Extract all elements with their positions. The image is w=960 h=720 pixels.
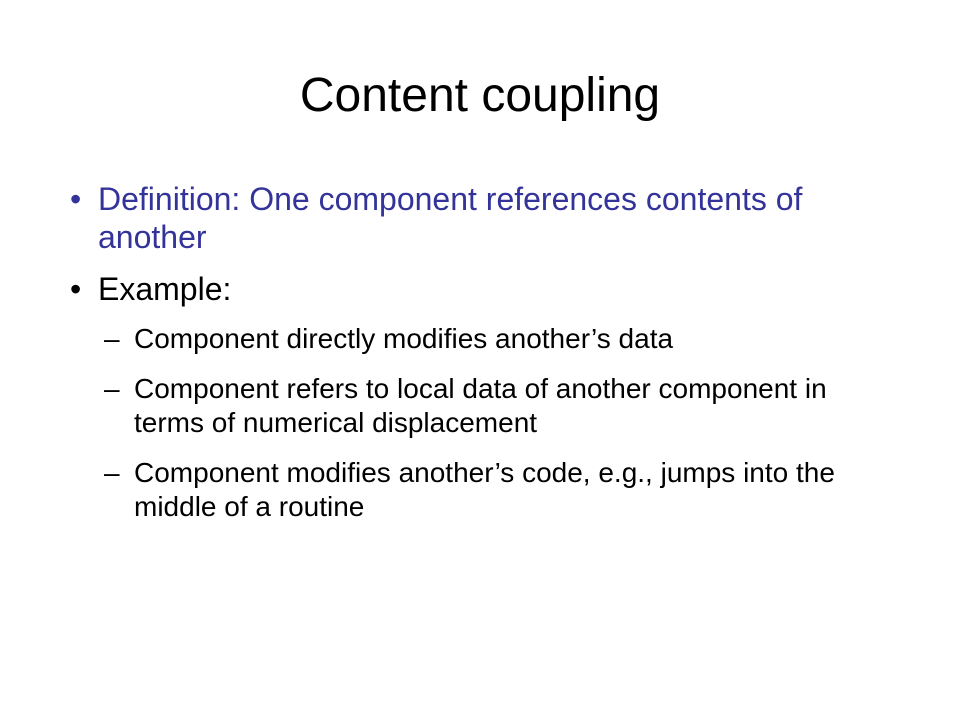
dash-marker: – xyxy=(104,457,120,488)
sub-bullet-text: Component modifies another’s code, e.g.,… xyxy=(134,457,835,522)
sub-bullet-local-data: – Component refers to local data of anot… xyxy=(70,372,900,440)
dash-marker: – xyxy=(104,373,120,404)
sub-bullet-modifies-code: – Component modifies another’s code, e.g… xyxy=(70,456,900,524)
dash-marker: – xyxy=(104,323,120,354)
sub-bullet-text: Component directly modifies another’s da… xyxy=(134,323,674,354)
bullet-example-text: Example: xyxy=(98,271,232,307)
bullet-marker: • xyxy=(70,181,82,217)
sub-bullet-modifies-data: – Component directly modifies another’s … xyxy=(70,322,900,356)
sub-bullet-text: Component refers to local data of anothe… xyxy=(134,373,827,438)
bullet-definition-text: Definition: One component references con… xyxy=(98,181,803,255)
bullet-definition: • Definition: One component references c… xyxy=(70,180,900,256)
slide-body: • Definition: One component references c… xyxy=(70,180,900,540)
slide-title: Content coupling xyxy=(299,69,661,122)
bullet-marker: • xyxy=(70,271,82,307)
bullet-example: • Example: xyxy=(70,270,900,308)
